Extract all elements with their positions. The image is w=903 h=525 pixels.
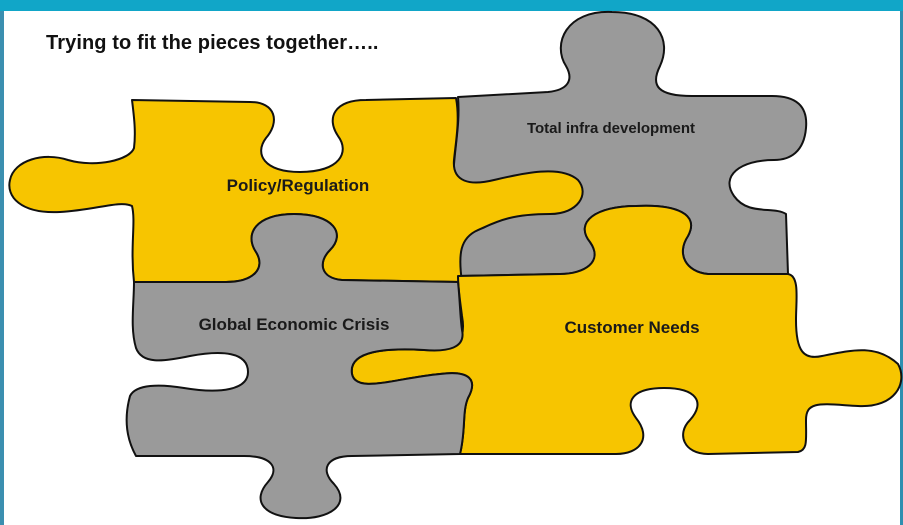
label-infra: Total infra development	[527, 120, 695, 137]
left-border-strip	[0, 11, 4, 525]
label-policy: Policy/Regulation	[227, 176, 370, 195]
slide-title: Trying to fit the pieces together…..	[46, 32, 379, 54]
right-border-strip	[900, 11, 903, 525]
label-customer: Customer Needs	[564, 318, 699, 337]
header-accent-bar	[0, 0, 903, 11]
puzzle-piece-economic	[125, 213, 474, 520]
label-economic: Global Economic Crisis	[199, 315, 390, 334]
